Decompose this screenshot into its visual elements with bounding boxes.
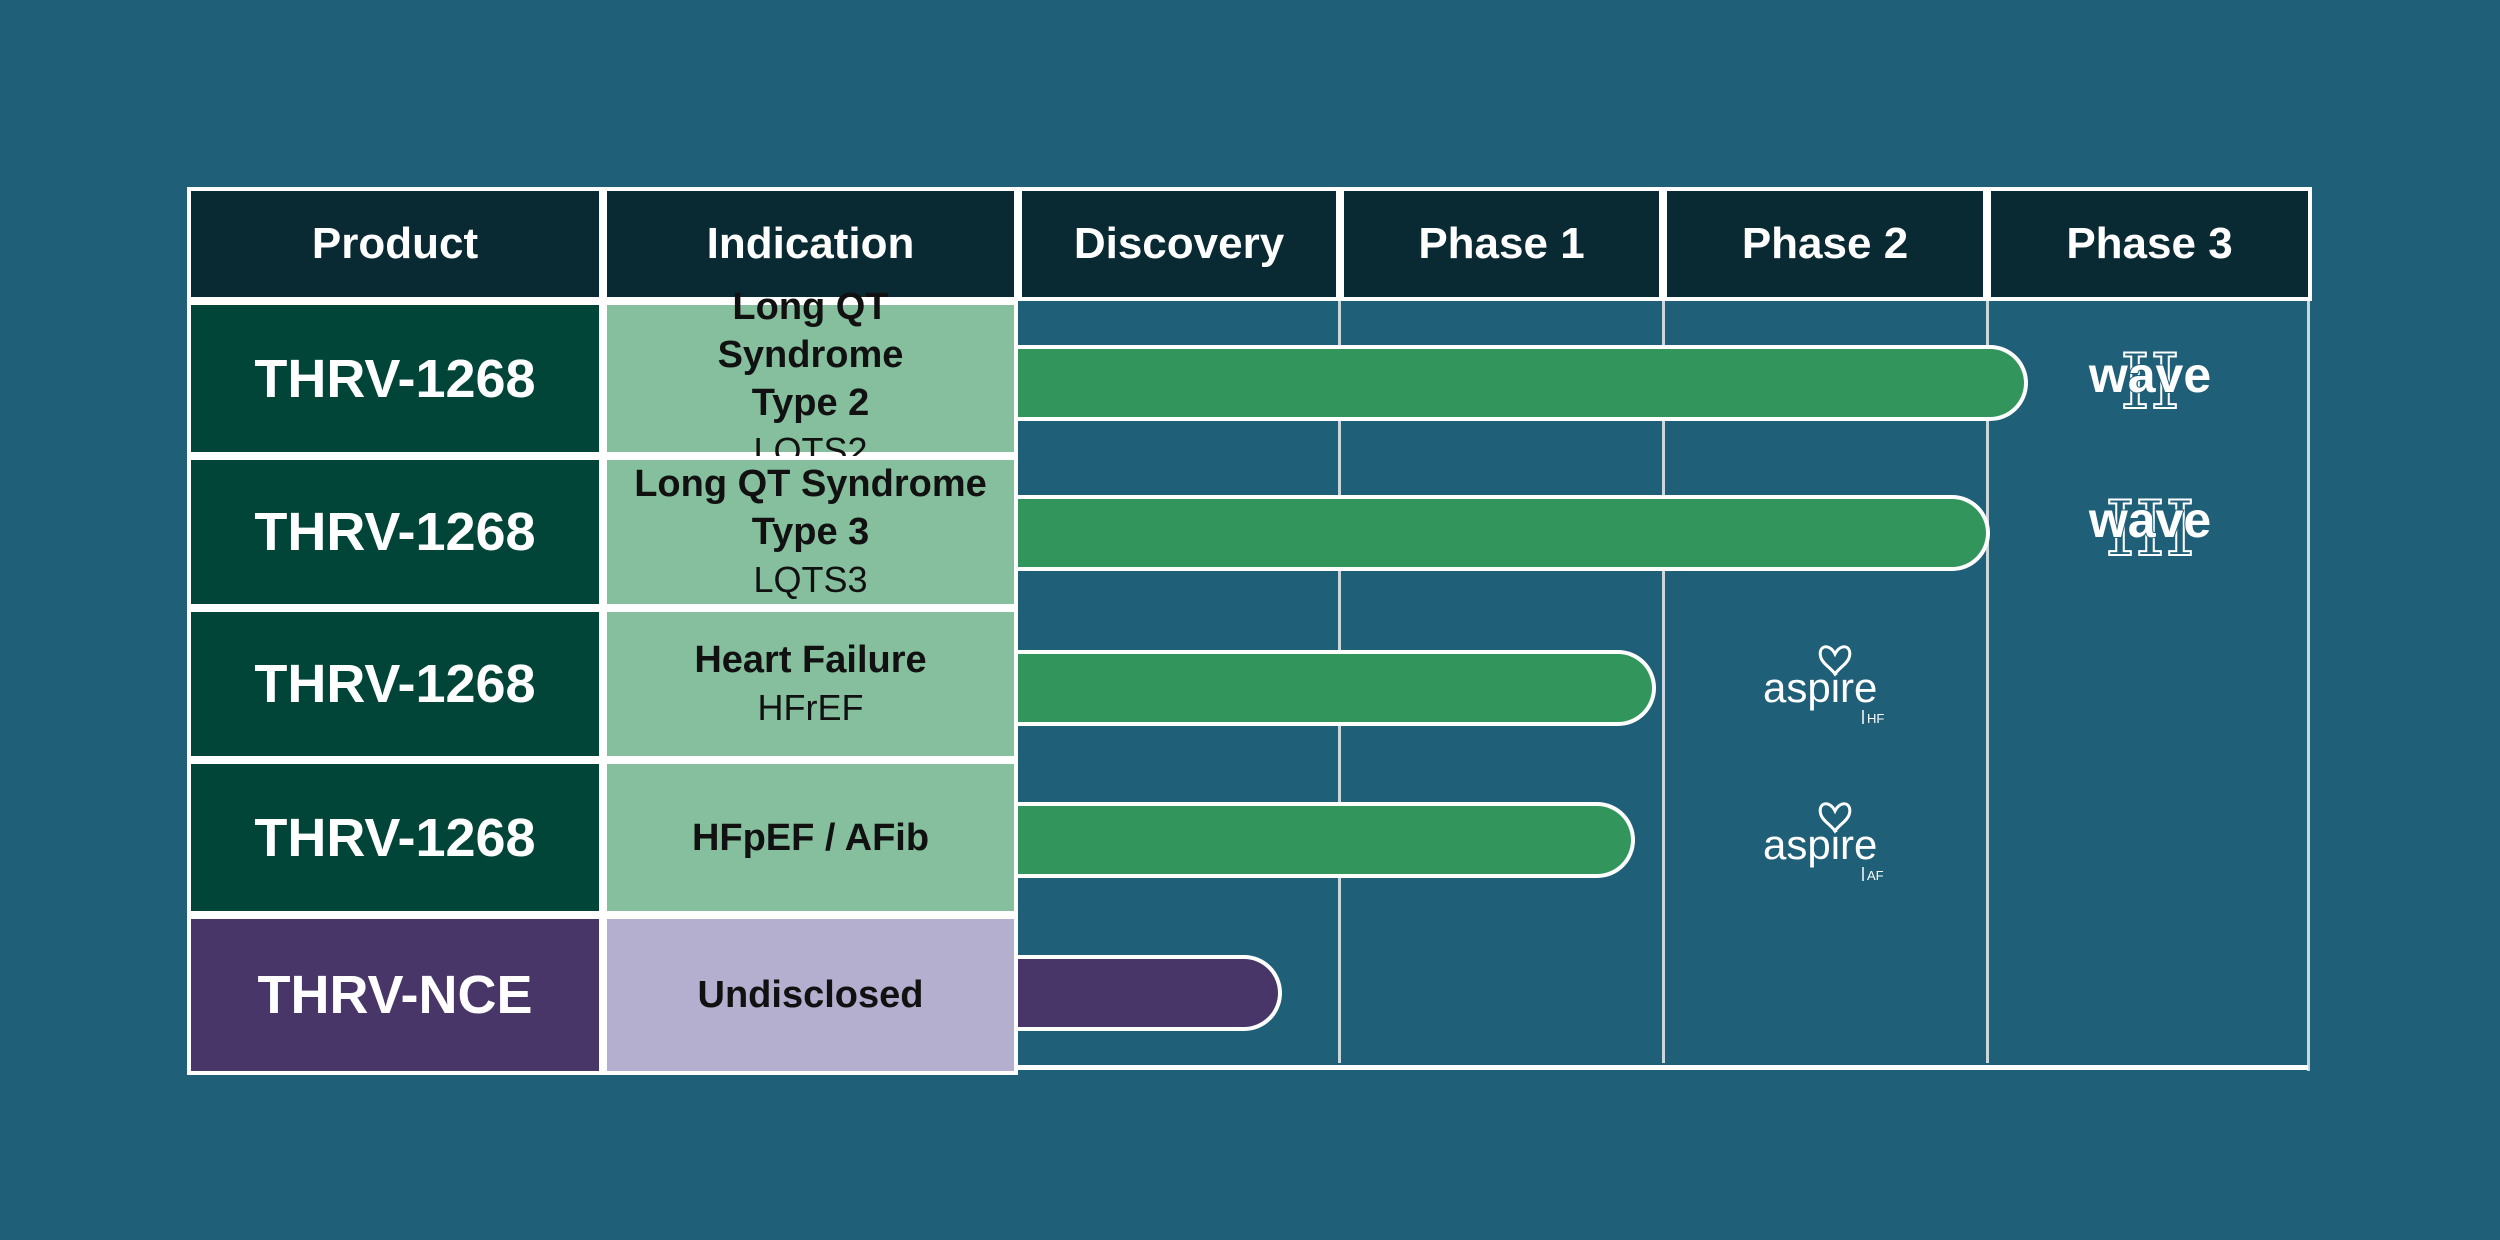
indication-cell-row-5: Undisclosed <box>603 915 1018 1075</box>
indication-title: Long QT Syndrome Type 2 <box>717 285 904 424</box>
progress-bar-row-5 <box>1018 955 1282 1031</box>
aspire-HF-logo: aspire HF <box>1763 645 1884 726</box>
heart-icon <box>1818 802 1852 834</box>
wave-II-logo: II wave <box>2087 340 2212 427</box>
indication-cell-row-1: Long QT Syndrome Type 2 LQTS2 <box>603 286 1018 471</box>
header-product: Product <box>187 187 603 301</box>
wave-word: wave <box>2088 492 2211 548</box>
product-cell-row-2: THRV-1268 <box>187 456 603 608</box>
indication-title: Heart Failure <box>694 639 927 681</box>
heart-icon <box>1818 645 1852 677</box>
aspire-tag: AF <box>1867 868 1884 883</box>
product-cell-row-5: THRV-NCE <box>187 915 603 1075</box>
indication-subtitle: LQTS3 <box>753 559 868 600</box>
product-cell-row-1: THRV-1268 <box>187 301 603 456</box>
progress-bar-row-2 <box>1018 495 1990 571</box>
wave-II-numeral: II <box>2120 340 2180 426</box>
progress-bar-row-3 <box>1018 650 1656 726</box>
aspire-tag: HF <box>1867 711 1884 726</box>
wave-word: wave <box>2088 347 2211 403</box>
grid-baseline <box>1018 1065 2308 1070</box>
aspire-word: aspire <box>1763 664 1877 711</box>
aspire-word: aspire <box>1763 821 1877 868</box>
progress-bar-row-1 <box>1018 345 2028 421</box>
product-cell-row-4: THRV-1268 <box>187 760 603 915</box>
grid-line-phase-2 <box>1662 301 1665 1063</box>
product-cell-row-3: THRV-1268 <box>187 608 603 760</box>
header-phase-3: Phase 3 <box>1987 187 2312 301</box>
aspire-AF-logo: aspire AF <box>1763 802 1884 883</box>
indication-title: HFpEF / AFib <box>691 816 930 859</box>
wave-III-logo: III wave <box>2087 485 2212 574</box>
wave-III-numeral: III <box>2105 485 2195 573</box>
indication-title: Undisclosed <box>697 974 924 1016</box>
progress-bar-row-4 <box>1018 802 1635 878</box>
indication-cell-row-3: Heart Failure HFrEF <box>603 608 1018 760</box>
grid-line-phase-3 <box>1986 301 1989 1063</box>
indication-cell-row-4: HFpEF / AFib <box>603 760 1018 915</box>
indication-cell-row-2: Long QT Syndrome Type 3 LQTS3 <box>603 456 1018 608</box>
indication-title: Long QT Syndrome Type 3 <box>634 463 987 553</box>
header-indication: Indication <box>603 187 1018 301</box>
header-phase-2: Phase 2 <box>1663 187 1987 301</box>
grid-line-right-edge <box>2307 301 2310 1071</box>
header-phase-1: Phase 1 <box>1340 187 1663 301</box>
header-discovery: Discovery <box>1018 187 1340 301</box>
indication-subtitle: HFrEF <box>757 687 864 728</box>
